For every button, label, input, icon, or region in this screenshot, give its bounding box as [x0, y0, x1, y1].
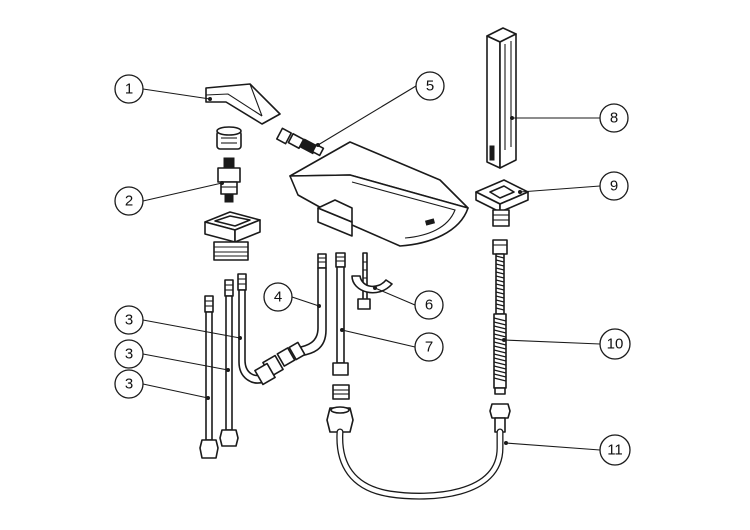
shower-hose — [336, 403, 511, 500]
inlet-tail-7 — [326, 252, 354, 433]
callout-5: 5 — [415, 71, 445, 101]
lever-handle — [205, 83, 281, 125]
callout-8: 8 — [599, 103, 629, 133]
callout-10-label: 10 — [607, 336, 624, 353]
leader-lines — [142, 85, 601, 451]
callout-6-label: 6 — [425, 297, 433, 314]
callout-7: 7 — [414, 332, 444, 362]
cartridge — [217, 157, 241, 203]
cartridge-nut — [216, 126, 242, 150]
callout-1: 1 — [114, 74, 144, 104]
callout-1-label: 1 — [125, 81, 133, 98]
callout-11: 11 — [599, 434, 631, 466]
fixing-bracket — [351, 252, 393, 310]
callout-3c: 3 — [114, 369, 144, 399]
callout-7-label: 7 — [425, 339, 433, 356]
flexible-connector-c — [199, 295, 219, 459]
callout-9-label: 9 — [610, 178, 618, 195]
callout-11-label: 11 — [607, 442, 623, 459]
inlet-tail-4 — [295, 253, 327, 357]
flexible-connector-b — [219, 279, 239, 447]
callout-2-label: 2 — [125, 193, 133, 210]
callout-3b-label: 3 — [125, 346, 133, 363]
callout-3b: 3 — [114, 339, 144, 369]
bath-spout — [289, 141, 469, 247]
callout-9: 9 — [599, 171, 629, 201]
callout-4-label: 4 — [274, 289, 282, 306]
callout-3a: 3 — [114, 305, 144, 335]
callout-4: 4 — [263, 282, 293, 312]
elbow-connector — [262, 341, 306, 378]
shower-handset — [486, 27, 517, 169]
valve-flange — [204, 211, 261, 261]
callout-6: 6 — [414, 290, 444, 320]
diverter-valve — [275, 127, 325, 157]
callout-10: 10 — [599, 328, 631, 360]
flexible-connector-a — [237, 273, 276, 386]
callout-2: 2 — [114, 186, 144, 216]
handset-holder — [475, 179, 529, 227]
hose-guide — [492, 239, 508, 395]
callout-3c-label: 3 — [125, 376, 133, 393]
callout-5-label: 5 — [426, 78, 434, 95]
callout-8-label: 8 — [610, 110, 618, 127]
callout-3a-label: 3 — [125, 312, 133, 329]
